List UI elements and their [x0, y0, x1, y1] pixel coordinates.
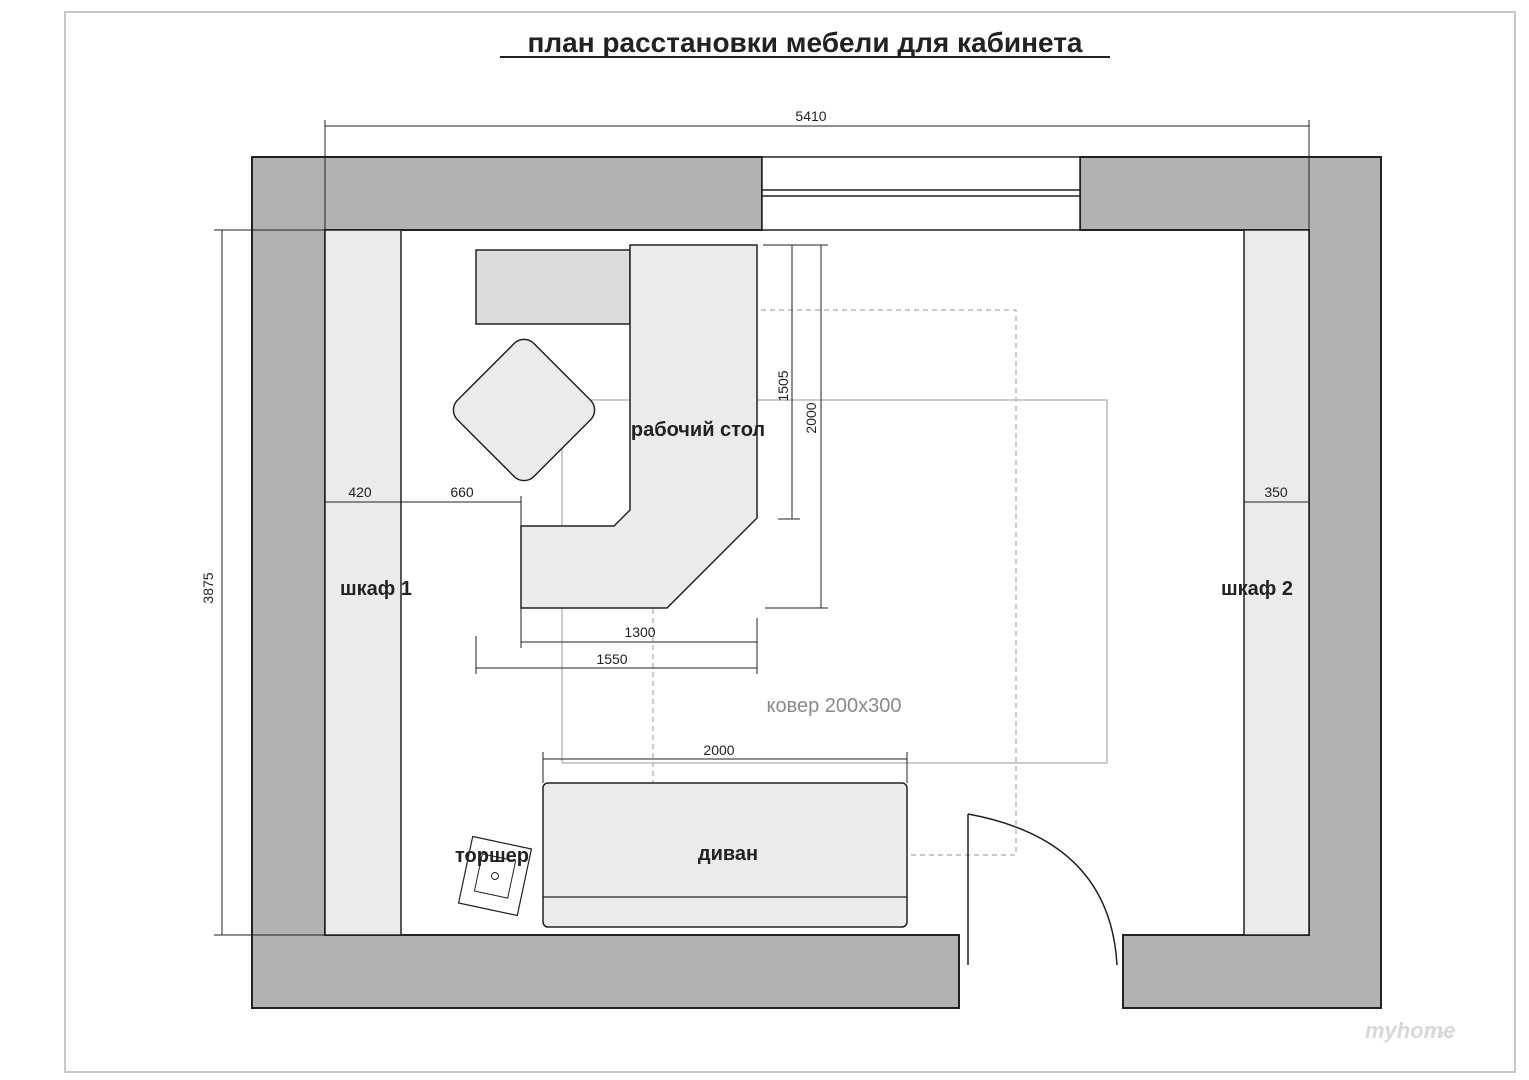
- dim-desk-total-depth: 2000: [803, 402, 819, 433]
- dim-desk-width: 1300: [624, 624, 655, 640]
- sofa-body: [542, 782, 908, 928]
- floor-lamp: [457, 835, 533, 917]
- plan-title: план расстановки мебели для кабинета: [527, 27, 1082, 58]
- dim-sofa-width: 2000: [703, 742, 734, 758]
- floor-lamp-label: торшер: [455, 845, 529, 867]
- dimension-lines: [214, 120, 1310, 936]
- dim-gap-to-desk: 660: [450, 484, 474, 500]
- wardrobe-1-label: шкаф 1: [340, 578, 412, 600]
- office-chair: [452, 338, 596, 482]
- dim-desk-side: 1505: [775, 370, 791, 401]
- dim-wardrobe-2: 350: [1264, 484, 1288, 500]
- watermark-suffix: .ru: [1438, 1029, 1451, 1041]
- rug-label: ковер 200х300: [766, 695, 901, 717]
- sheet-border: [64, 11, 1516, 1073]
- window-frame: [761, 156, 1081, 231]
- door: [967, 813, 1118, 966]
- sofa-label: диван: [698, 843, 758, 865]
- desk-label: рабочий стол: [631, 419, 765, 441]
- dim-room-depth: 3875: [200, 572, 216, 603]
- wall-shelf: [475, 249, 631, 325]
- watermark: myhome .ru: [1365, 1018, 1455, 1043]
- window: [761, 156, 1081, 231]
- dim-wardrobe-1: 420: [348, 484, 372, 500]
- watermark-text: myhome: [1365, 1018, 1455, 1043]
- wardrobe-2: [1243, 229, 1310, 936]
- floor-lamp-center: [491, 872, 499, 880]
- wardrobe-1: [324, 229, 402, 936]
- door-swing-arc: [967, 813, 1118, 966]
- dim-room-width: 5410: [795, 108, 826, 124]
- wall-right: [1079, 156, 1382, 1009]
- sofa: [542, 782, 908, 928]
- wardrobe-2-label: шкаф 2: [1221, 578, 1293, 600]
- dim-desk-total-width: 1550: [596, 651, 627, 667]
